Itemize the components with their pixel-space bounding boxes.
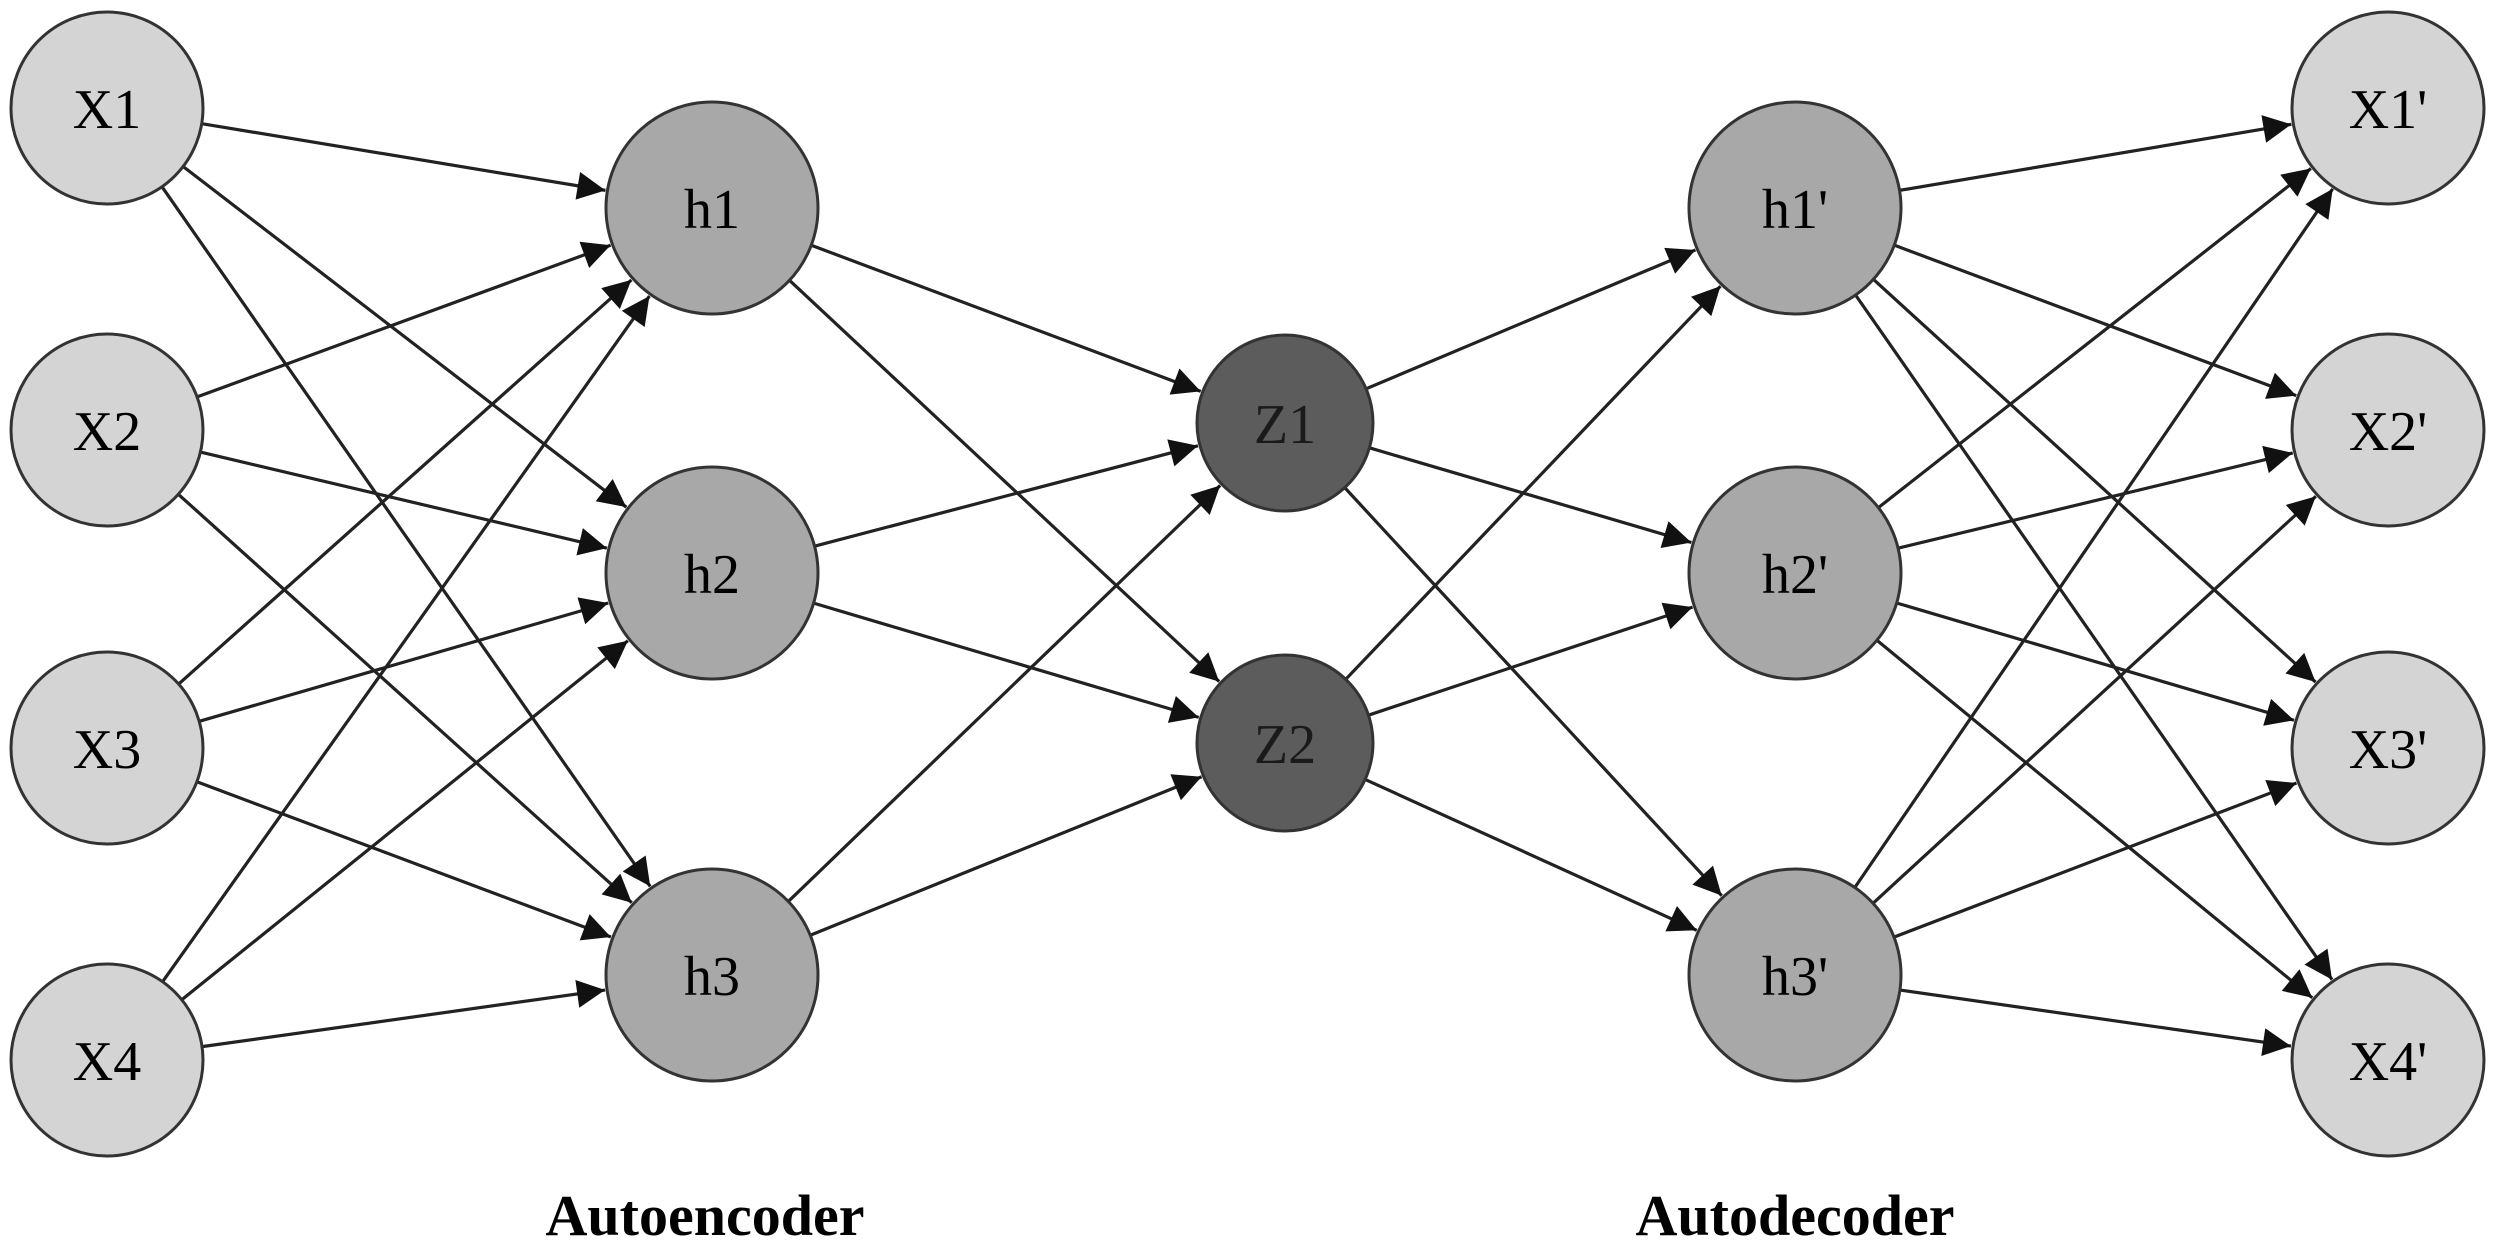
edge-h2-to-Z2	[813, 601, 1200, 723]
node-label-X2: X2	[73, 401, 141, 463]
node-label-h2: h2	[684, 544, 740, 606]
node-h1': h1'	[1687, 100, 1903, 316]
edge-X3-to-h3	[196, 780, 612, 941]
node-label-h3': h3'	[1762, 946, 1828, 1008]
node-X3: X3	[9, 650, 205, 846]
node-label-X1': X1'	[2349, 79, 2428, 141]
edge-X2-to-h2	[200, 450, 608, 556]
node-label-h3: h3	[684, 946, 740, 1008]
connection-edges	[160, 115, 2334, 1056]
node-circle-X2	[9, 332, 205, 528]
edge-h2-to-Z1	[814, 439, 1199, 548]
node-X4: X4	[9, 962, 205, 1158]
edge-h1-to-Z1	[810, 243, 1202, 395]
autoencoder-label: Autoencoder	[546, 1183, 865, 1248]
edge-h2'-to-X2'	[1897, 445, 2294, 550]
node-X2: X2	[9, 332, 205, 528]
node-circle-X1	[9, 10, 205, 206]
edge-X2-to-h3	[177, 493, 633, 904]
node-circle-Z2	[1195, 653, 1375, 833]
node-circle-h3	[604, 867, 820, 1083]
edge-X3-to-h1	[177, 278, 633, 686]
edge-h2'-to-X4'	[1875, 639, 2314, 1000]
edge-h3-to-Z2	[809, 774, 1203, 937]
node-X2': X2'	[2290, 332, 2486, 528]
edge-Z1-to-h3'	[1343, 486, 1723, 897]
node-circle-X3'	[2290, 650, 2486, 846]
edge-h3'-to-X2'	[1871, 495, 2317, 905]
node-circle-h1'	[1687, 100, 1903, 316]
edge-h3'-to-X3'	[1893, 779, 2298, 939]
edge-h1-to-Z2	[788, 279, 1221, 683]
edge-h2'-to-X1'	[1877, 167, 2312, 509]
node-circle-X2'	[2290, 332, 2486, 528]
edge-X3-to-h2	[198, 597, 609, 723]
node-h3: h3	[604, 867, 820, 1083]
node-label-h1': h1'	[1762, 179, 1828, 241]
node-circle-h3'	[1687, 867, 1903, 1083]
node-X4': X4'	[2290, 962, 2486, 1158]
node-h1: h1	[604, 100, 820, 316]
edge-X4-to-h2	[180, 639, 629, 1002]
edge-h1'-to-X1'	[1899, 115, 2292, 192]
node-label-Z2: Z2	[1254, 714, 1316, 776]
node-h3': h3'	[1687, 867, 1903, 1083]
edge-X4-to-h3	[201, 980, 606, 1049]
node-circle-X1'	[2290, 10, 2486, 206]
edge-h3'-to-X1'	[1853, 187, 2334, 889]
node-circle-Z1	[1195, 333, 1375, 513]
node-label-X2': X2'	[2349, 401, 2428, 463]
edge-Z2-to-h2'	[1367, 602, 1694, 717]
node-label-X4': X4'	[2349, 1031, 2428, 1093]
node-h2': h2'	[1687, 465, 1903, 681]
node-label-X4: X4	[73, 1031, 141, 1093]
edge-Z2-to-h3'	[1364, 777, 1698, 932]
node-Z1: Z1	[1195, 333, 1375, 513]
node-X1: X1	[9, 10, 205, 206]
node-label-X1: X1	[73, 79, 141, 141]
edge-h2'-to-X3'	[1896, 601, 2295, 726]
node-X1': X1'	[2290, 10, 2486, 206]
node-circle-h2'	[1687, 465, 1903, 681]
edge-h3-to-Z1	[787, 484, 1222, 903]
node-label-X3': X3'	[2349, 719, 2428, 781]
edge-X4-to-h1	[161, 295, 651, 983]
edge-h3'-to-X4'	[1899, 988, 2292, 1056]
autodecoder-label: Autodecoder	[1636, 1183, 1955, 1248]
node-Z2: Z2	[1195, 653, 1375, 833]
edge-X1-to-h1	[201, 122, 606, 200]
node-label-h1: h1	[684, 179, 740, 241]
node-circle-h2	[604, 465, 820, 681]
node-label-X3: X3	[73, 719, 141, 781]
edge-h1'-to-X2'	[1893, 243, 2297, 399]
node-circle-X4	[9, 962, 205, 1158]
edge-X2-to-h1	[196, 241, 612, 399]
node-label-h2': h2'	[1762, 544, 1828, 606]
node-X3': X3'	[2290, 650, 2486, 846]
edge-X1-to-h2	[182, 165, 628, 509]
edge-Z2-to-h1'	[1344, 285, 1722, 681]
node-circle-X4'	[2290, 962, 2486, 1158]
node-h2: h2	[604, 465, 820, 681]
edge-Z1-to-h1'	[1365, 247, 1697, 391]
edge-Z1-to-h2'	[1368, 446, 1692, 549]
edge-h1'-to-X3'	[1872, 278, 2317, 684]
node-label-Z1: Z1	[1254, 394, 1316, 456]
edge-X1-to-h3	[160, 185, 652, 888]
edge-h1'-to-X4'	[1854, 294, 2334, 981]
node-circle-X3	[9, 650, 205, 846]
node-circle-h1	[604, 100, 820, 316]
